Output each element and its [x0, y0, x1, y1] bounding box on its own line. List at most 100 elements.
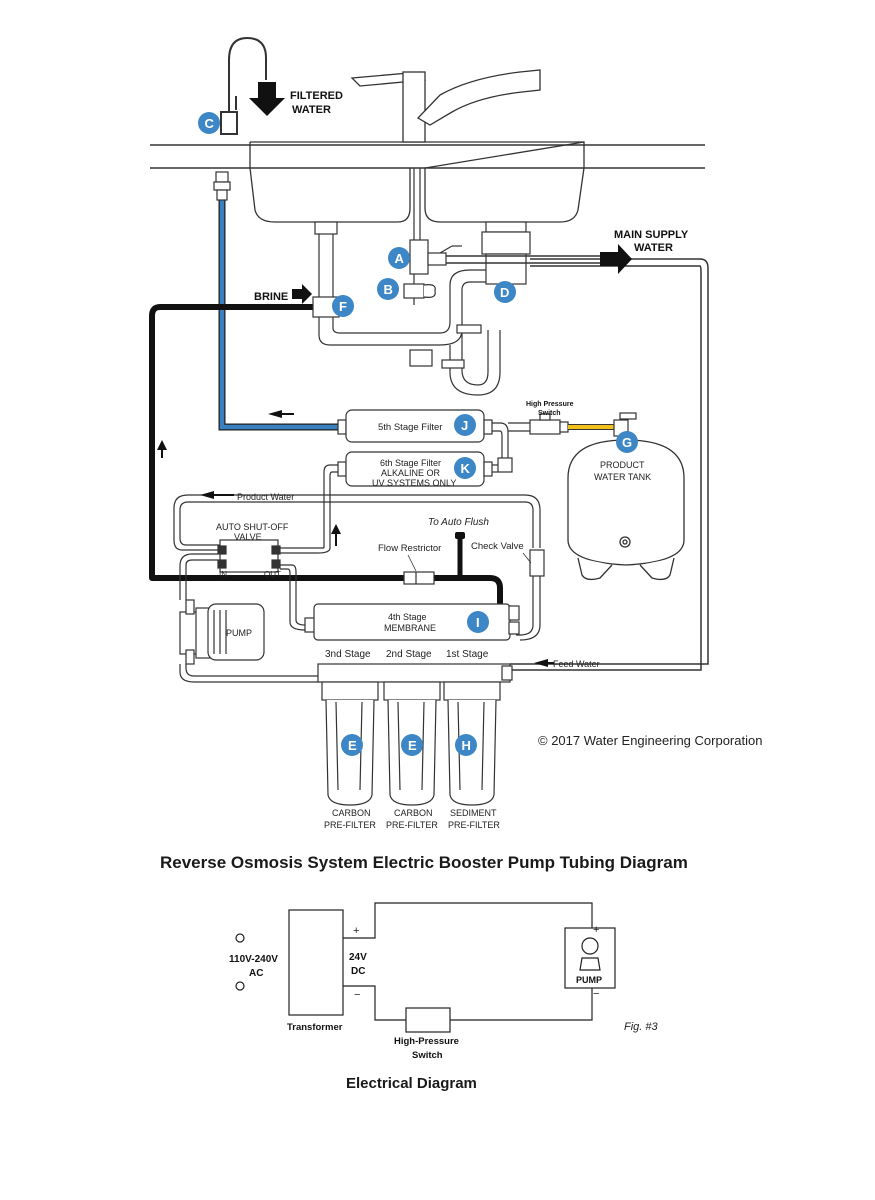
filtered-water-arrow: [249, 82, 285, 116]
booster-pump: [179, 599, 265, 665]
badge-a: A: [388, 247, 410, 269]
dc-label-2: DC: [351, 966, 365, 977]
main-title: Reverse Osmosis System Electric Booster …: [160, 853, 688, 872]
product-flow-arrow: [268, 410, 294, 418]
hp-switch-label-2: Switch: [538, 410, 561, 417]
prefilter-3-label-1: CARBON: [332, 808, 371, 818]
badge-b: B: [377, 278, 399, 300]
svg-text:K: K: [461, 461, 471, 476]
brine-arrow: [292, 284, 312, 304]
faucet-fitting: [213, 171, 231, 201]
membrane-housing: [304, 603, 520, 641]
badge-k: K: [454, 457, 476, 479]
svg-text:E: E: [408, 738, 417, 753]
main-supply-arrow: [600, 244, 632, 274]
badge-g: G: [616, 431, 638, 453]
to-auto-flush-label: To Auto Flush: [428, 517, 489, 528]
membrane-label-2: MEMBRANE: [384, 623, 436, 633]
drain-pipe: [314, 221, 501, 396]
tank-yellow-tube: [568, 424, 623, 434]
badge-e-3: E: [341, 734, 363, 756]
stage2-label: 2nd Stage: [386, 649, 432, 660]
feed-water-label: Feed Water: [553, 659, 600, 669]
svg-text:I: I: [476, 615, 480, 630]
dc-label-1: 24V: [349, 952, 367, 963]
sixth-stage-label-3: UV SYSTEMS ONLY: [372, 478, 456, 488]
sixth-stage-flow-arrow: [331, 524, 341, 546]
badge-e-2: E: [401, 734, 423, 756]
fifth-stage-filter: [337, 409, 493, 443]
sink-basin: [249, 141, 585, 223]
counter-top: [150, 144, 705, 169]
flow-restrictor-label: Flow Restrictor: [378, 543, 441, 554]
ac-label-1: 110V-240V: [229, 954, 278, 965]
garbage-disposal: [481, 221, 531, 285]
tank-label-2: WATER TANK: [594, 472, 651, 482]
prefilter-2-label-2: PRE-FILTER: [386, 820, 438, 830]
main-supply-label-1: MAIN SUPPLY: [614, 229, 689, 241]
prefilter-1-label-1: SEDIMENT: [450, 808, 497, 818]
stage1-label: 1st Stage: [446, 649, 489, 660]
fifth-stage-label: 5th Stage Filter: [378, 422, 442, 433]
svg-text:J: J: [461, 418, 468, 433]
feed-water-arrow: [534, 659, 554, 667]
elec-switch-label-1: High-Pressure: [394, 1036, 459, 1047]
high-pressure-switch-top: [529, 413, 569, 435]
asv-in-label: IN: [219, 570, 227, 579]
dc-minus: −: [354, 989, 360, 1001]
asv-out-label: OUT: [264, 570, 281, 579]
flow-restrictor: [403, 571, 435, 585]
electrical-diagram: [235, 902, 616, 1033]
main-supply-label-2: WATER: [634, 242, 673, 254]
supply-valve-assembly: [403, 168, 462, 305]
elec-switch-label-2: Switch: [412, 1050, 443, 1061]
product-water-arrow: [200, 491, 234, 499]
tank-label-1: PRODUCT: [600, 460, 645, 470]
transformer-label: Transformer: [287, 1022, 343, 1033]
ac-label-2: AC: [249, 968, 263, 979]
elec-pump-label: PUMP: [576, 975, 602, 985]
product-water-tank: [567, 439, 685, 581]
svg-text:F: F: [339, 299, 347, 314]
filtered-water-label-1: FILTERED: [290, 90, 343, 102]
svg-text:E: E: [348, 738, 357, 753]
auto-flush-cap: [455, 532, 465, 539]
prefilter-1-label-2: PRE-FILTER: [448, 820, 500, 830]
copyright: © 2017 Water Engineering Corporation: [538, 733, 762, 748]
pump-label: PUMP: [226, 628, 252, 638]
prefilter-2-label-1: CARBON: [394, 808, 433, 818]
check-valve-label: Check Valve: [471, 541, 524, 552]
badge-i: I: [467, 611, 489, 633]
asv-label-1: AUTO SHUT-OFF: [216, 522, 289, 532]
svg-text:A: A: [395, 251, 405, 266]
pump-tubing: [179, 553, 320, 683]
pump-minus: −: [593, 988, 599, 1000]
badge-d: D: [494, 281, 516, 303]
dc-plus: +: [353, 925, 359, 937]
badge-c: C: [198, 112, 220, 134]
stage3-label: 3nd Stage: [325, 649, 371, 660]
brine-flow-arrow: [157, 440, 167, 458]
pump-plus: +: [593, 924, 599, 936]
svg-text:D: D: [500, 285, 509, 300]
filtered-water-label-2: WATER: [292, 104, 331, 116]
main-supply-line: [446, 255, 709, 671]
svg-text:G: G: [622, 435, 632, 450]
fig-label: Fig. #3: [624, 1021, 659, 1033]
brine-label: BRINE: [254, 291, 288, 303]
sixth-stage-label-2: ALKALINE OR: [381, 468, 441, 478]
sixth-stage-filter: [337, 451, 493, 487]
svg-text:B: B: [384, 282, 393, 297]
svg-text:C: C: [205, 116, 215, 131]
auto-shutoff-valve: [217, 539, 281, 573]
prefilter-3-label-2: PRE-FILTER: [324, 820, 376, 830]
ro-faucet: [220, 36, 267, 135]
check-valve: [516, 549, 545, 641]
badge-f: F: [332, 295, 354, 317]
membrane-label-1: 4th Stage: [388, 612, 427, 622]
prefilter-manifold: [317, 663, 513, 683]
electrical-title: Electrical Diagram: [346, 1075, 477, 1092]
kitchen-faucet: [350, 69, 541, 143]
product-water-label: Product Water: [237, 492, 294, 502]
